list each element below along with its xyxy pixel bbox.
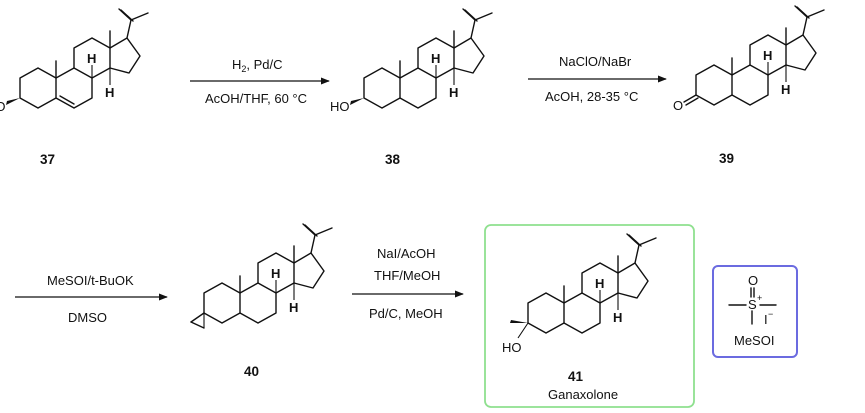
compound-38: HO 38 — [330, 8, 493, 167]
mesoi-reagent-box — [712, 265, 798, 358]
mesoi-structure: O S + I − MeSOI — [728, 273, 777, 348]
mesoi-caption: MeSOI — [734, 333, 774, 348]
substituent-ho: HO — [502, 340, 522, 355]
compound-label-40: 40 — [244, 364, 259, 379]
compound-name-ganaxolone: Ganaxolone — [548, 387, 618, 402]
reagent-line-2: THF/MeOH — [374, 268, 440, 283]
substituent-ho: HO — [0, 99, 6, 114]
mesoi-sulfur: S — [748, 297, 757, 312]
substituent-ho: HO — [330, 99, 350, 114]
compound-41: HO 41 Ganaxolone — [502, 233, 657, 402]
mesoi-oxygen: O — [748, 273, 758, 288]
compound-label-41: 41 — [568, 369, 584, 384]
reagent-line-3: Pd/C, MeOH — [369, 306, 443, 321]
mesoi-iodide: I — [764, 312, 768, 327]
substituent-o: O — [673, 98, 683, 113]
reagent-above-2: NaClO/NaBr — [559, 54, 632, 69]
reagent-above-3: MeSOI/t-BuOK — [47, 273, 134, 288]
reaction-arrow-4: NaI/AcOH THF/MeOH Pd/C, MeOH — [352, 246, 464, 321]
mesoi-plus-charge: + — [757, 293, 762, 303]
ganaxolone-highlight-box — [484, 224, 695, 408]
reaction-arrow-1: H2, Pd/C AcOH/THF, 60 °C — [190, 57, 330, 106]
conditions-below-3: DMSO — [68, 310, 107, 325]
compound-40: 40 — [190, 223, 333, 379]
reagent-line-1: NaI/AcOH — [377, 246, 436, 261]
reaction-arrow-2: NaClO/NaBr AcOH, 28-35 °C — [528, 54, 667, 104]
reagent-above-1: H2, Pd/C — [232, 57, 283, 74]
compound-label-39: 39 — [719, 151, 734, 166]
conditions-below-2: AcOH, 28-35 °C — [545, 89, 638, 104]
compound-39: O 39 — [673, 5, 825, 166]
compound-label-38: 38 — [385, 152, 401, 167]
conditions-below-1: AcOH/THF, 60 °C — [205, 91, 307, 106]
mesoi-minus-charge: − — [768, 309, 773, 319]
compound-37: HO 37 — [0, 8, 149, 167]
compound-label-37: 37 — [40, 152, 55, 167]
reaction-arrow-3: MeSOI/t-BuOK DMSO — [15, 273, 168, 325]
